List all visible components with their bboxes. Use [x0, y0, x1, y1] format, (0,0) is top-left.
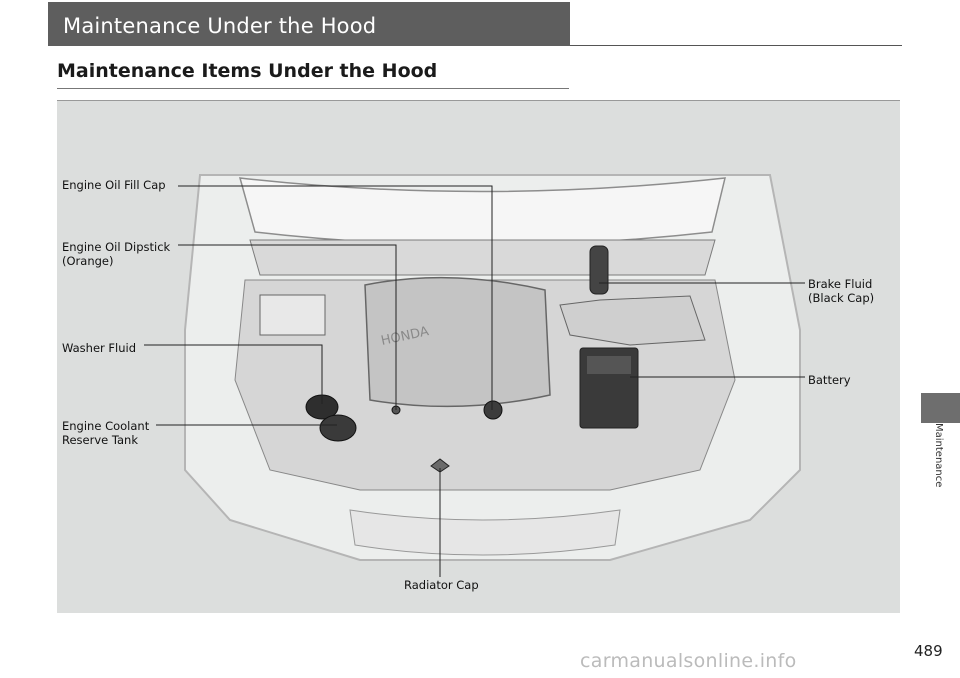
front-bumper [349, 509, 621, 556]
callout-engine-coolant-reserve-tank: Engine Coolant Reserve Tank [62, 419, 150, 447]
leader-washer-fluid [144, 344, 323, 404]
callout-brake-fluid: Brake Fluid (Black Cap) [808, 277, 875, 305]
leader-oil-dipstick [178, 244, 397, 410]
callout-engine-oil-dipstick: Engine Oil Dipstick (Orange) [62, 240, 171, 268]
leader-oil-fill-cap [178, 185, 493, 410]
chapter-title: Maintenance Under the Hood [63, 14, 377, 38]
callout-washer-fluid: Washer Fluid [62, 341, 137, 355]
brake-reservoir [589, 245, 609, 295]
chapter-header-bar [48, 2, 570, 46]
callout-radiator-cap: Radiator Cap [404, 578, 479, 592]
callout-battery: Battery [808, 373, 851, 387]
callout-engine-oil-fill-cap: Engine Oil Fill Cap [62, 178, 166, 192]
fuse-box [259, 294, 326, 336]
oil-fill-cap [483, 400, 503, 420]
radiator-cap [430, 458, 450, 473]
chapter-side-label: Maintenance [933, 423, 944, 488]
section-rule [57, 88, 569, 89]
chapter-side-tab [921, 393, 960, 423]
air-intake [559, 295, 706, 346]
page-number: 489 [914, 642, 943, 660]
watermark-text: carmanualsonline.info [580, 650, 797, 672]
header-rule [570, 45, 902, 46]
engine-cover [364, 276, 551, 408]
section-title: Maintenance Items Under the Hood [57, 60, 438, 82]
